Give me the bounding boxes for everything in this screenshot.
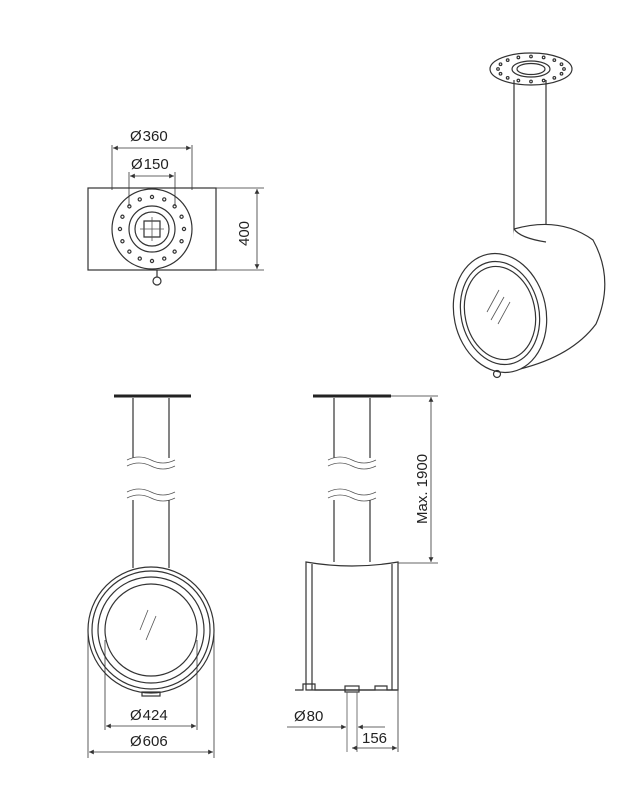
dimension-flue: Ø150 [128, 156, 176, 206]
front-drum-outer [87, 566, 215, 694]
dimension-label-max-1900: Max. 1900 [414, 454, 431, 524]
iso-bolt-hole [541, 78, 546, 83]
iso-bolt-hole [529, 54, 533, 59]
iso-bolt-hole [498, 71, 503, 76]
iso-bolt-hole [552, 58, 557, 63]
isometric-view [452, 52, 606, 379]
front-view [87, 394, 215, 697]
dimension-max-height: Max. 1900 [391, 395, 438, 564]
flue-plate-circle [111, 188, 193, 270]
bolt-hole [162, 256, 167, 261]
air-inlet-knob [152, 276, 162, 286]
iso-plate-holes [496, 54, 566, 84]
dimension-body: Ø606 [87, 630, 215, 758]
bolt-hole [179, 214, 184, 219]
iso-ceiling-plate [489, 52, 573, 86]
iso-bolt-hole [559, 71, 564, 76]
dimension-glass: Ø424 [104, 640, 198, 730]
iso-bolt-hole [529, 79, 533, 84]
bolt-hole [181, 226, 187, 232]
iso-air-inlet [492, 369, 502, 379]
bolt-hole [149, 194, 155, 200]
bolt-hole [117, 226, 123, 232]
iso-bolt-hole [516, 78, 521, 83]
top-view [87, 187, 217, 286]
iso-bolt-hole [496, 67, 500, 71]
bolt-hole [162, 197, 167, 202]
dimension-label-360: Ø360 [130, 128, 168, 145]
bolt-hole [137, 256, 142, 261]
dimension-air-inlet-offset: 156 [352, 690, 399, 752]
bolt-hole [120, 239, 125, 244]
dimension-label-150: Ø150 [131, 156, 169, 173]
dimension-label-400: 400 [236, 221, 253, 246]
dimension-air-inlet: Ø80 [287, 708, 385, 730]
bolt-hole [127, 249, 132, 254]
dimension-label-80: Ø80 [294, 708, 323, 725]
iso-bolt-hole [505, 75, 510, 80]
top-view-body [87, 187, 217, 271]
flue-core-square [143, 220, 161, 238]
bolt-hole [179, 239, 184, 244]
iso-glass [463, 265, 537, 361]
dimension-label-424: Ø424 [130, 707, 168, 724]
flue-outer-circle [128, 205, 176, 253]
iso-drum-front [452, 252, 548, 374]
bolt-hole [137, 197, 142, 202]
bolt-hole [172, 249, 177, 254]
iso-bolt-hole [516, 55, 521, 60]
iso-bolt-hole [541, 55, 546, 60]
iso-bolt-hole [559, 62, 564, 67]
side-view [295, 394, 399, 752]
iso-bolt-hole [562, 67, 566, 71]
iso-bolt-hole [552, 75, 557, 80]
bolt-hole [149, 258, 155, 264]
side-drum-body [305, 561, 399, 691]
dimension-flue-plate: Ø360 [111, 128, 193, 190]
bolt-hole [120, 214, 125, 219]
dimension-label-606: Ø606 [130, 733, 168, 750]
flue-inner-circle [134, 211, 170, 247]
front-glass [104, 583, 198, 677]
iso-bolt-hole [505, 58, 510, 63]
iso-bolt-hole [498, 62, 503, 67]
bolt-holes [117, 194, 187, 264]
dimension-depth: 400 [216, 187, 264, 271]
dimension-label-156: 156 [362, 730, 387, 747]
